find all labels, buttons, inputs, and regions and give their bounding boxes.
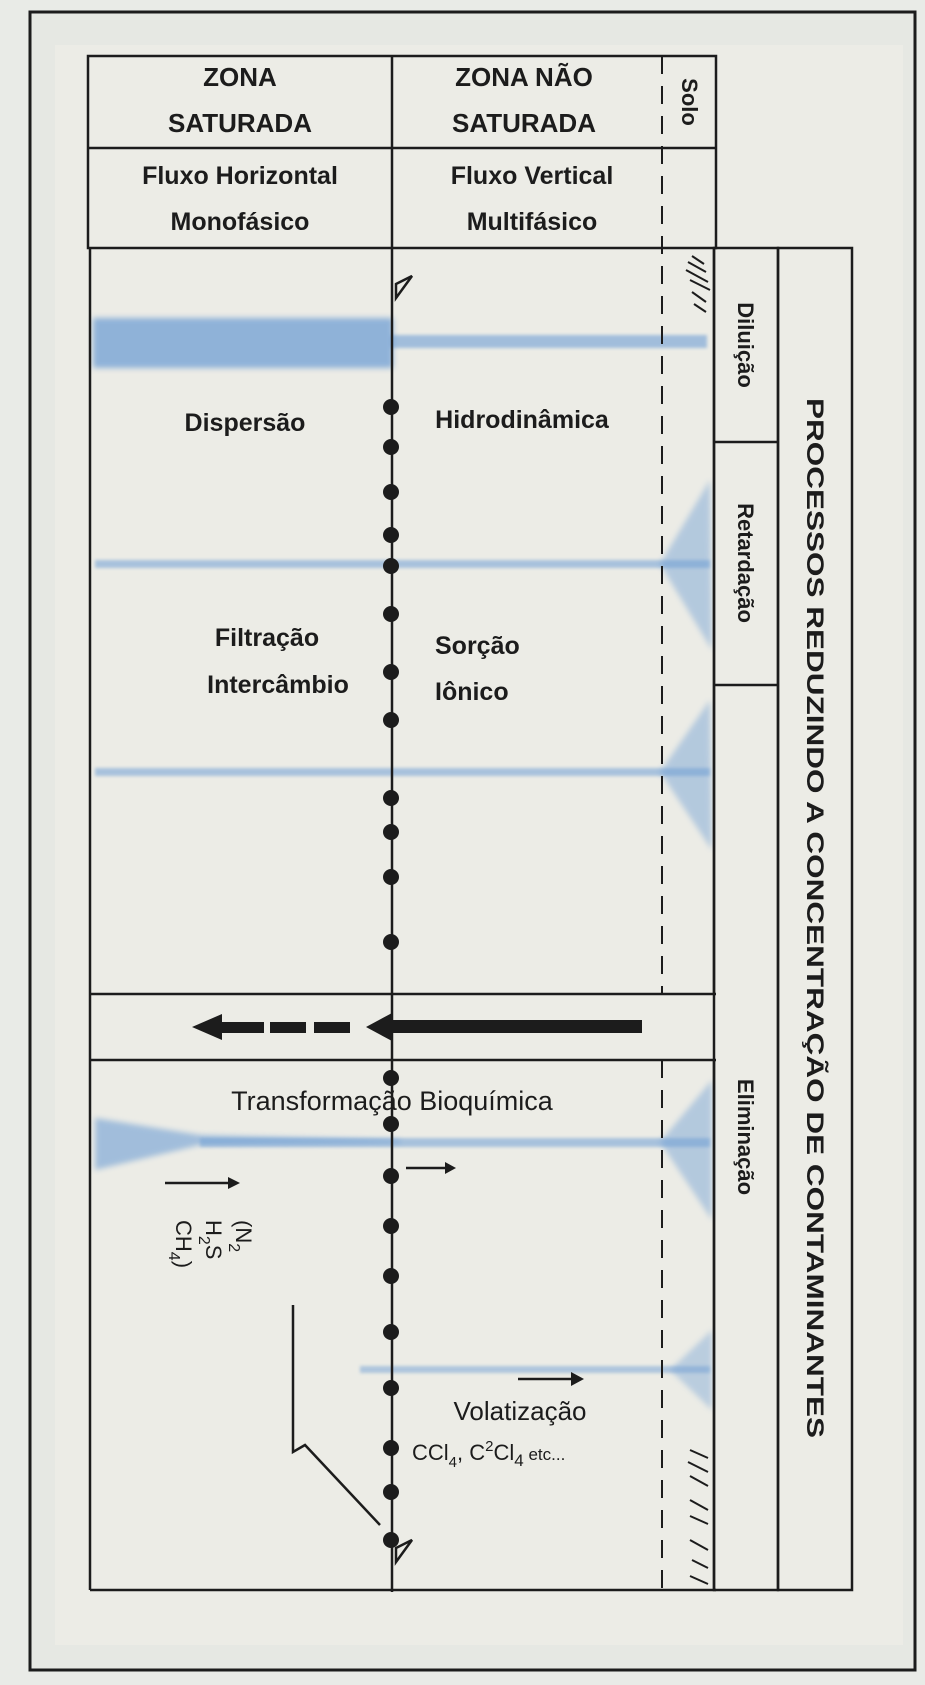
water-table-triangle-bottom: [394, 1538, 414, 1566]
sorption-label: Sorção: [435, 632, 520, 660]
dilution-label: Diluição: [733, 302, 758, 388]
retardation-label: Retardação: [733, 503, 758, 623]
volatilization-label: Volatização: [454, 1396, 587, 1426]
header-soil: Solo: [677, 78, 702, 126]
water-table-triangle-top: [394, 274, 414, 302]
dispersion-label: Dispersão: [185, 409, 306, 437]
header-saturated-line2: SATURADA: [168, 108, 312, 138]
elimination-label: Eliminação: [733, 1079, 758, 1195]
volatile-compounds-label: CCl4, C2Cl4 etc...: [412, 1438, 565, 1471]
paper-panel: [55, 45, 903, 1645]
arrow-right-icon-gases: [165, 1177, 240, 1189]
plume-elimination-line: [200, 1138, 710, 1147]
transport-arrow: [366, 1013, 642, 1041]
degradation-curve: [291, 1305, 381, 1526]
ionic-label: Iônico: [435, 678, 509, 706]
soil-hatch-icon-top: [685, 255, 711, 313]
gas-n2: (N2: [225, 1220, 256, 1252]
flow-vertical-line2: Multifásico: [467, 208, 598, 236]
title-column: [776, 246, 854, 1592]
plume-volatilization-line: [360, 1366, 710, 1373]
plume-elimination-right-fan: [660, 1080, 712, 1220]
plume-retardation-1: [95, 560, 710, 568]
flow-horizontal-line1: Fluxo Horizontal: [142, 162, 338, 190]
plume-retardation-1-fan: [660, 480, 712, 650]
main-title-vertical: PROCESSOS REDUZINDO A CONCENTRAÇÃO DE CO…: [801, 398, 829, 1438]
flow-vertical-line1: Fluxo Vertical: [451, 162, 614, 190]
arrow-right-icon-volatilization: [518, 1372, 584, 1386]
grid: [86, 54, 854, 1592]
header-unsaturated-line2: SATURADA: [452, 108, 596, 138]
arrow-right-icon-biochem: [406, 1162, 456, 1174]
filtration-label: Filtração: [215, 624, 319, 652]
plume-retardation-2-fan: [660, 700, 712, 850]
header-box: [86, 54, 718, 250]
header-saturated-line1: ZONA: [203, 62, 277, 92]
transport-arrow-dashed: [192, 1014, 350, 1040]
plume-dilution-thick: [93, 318, 393, 368]
bead-line: [383, 399, 399, 1548]
flow-horizontal-line2: Monofásico: [171, 208, 310, 236]
hydrodynamic-label: Hidrodinâmica: [435, 406, 610, 434]
interchange-label: Intercâmbio: [207, 671, 349, 699]
gases-label: (N2 H2S CH4): [165, 1220, 256, 1268]
contaminant-plumes: [93, 318, 712, 1410]
biochemical-transformation-label: Transformação Bioquímica: [231, 1086, 554, 1116]
plume-retardation-2: [95, 768, 710, 776]
plume-volatilization-fan: [670, 1330, 712, 1410]
gas-h2s: H2S: [195, 1220, 226, 1259]
header-unsaturated-line1: ZONA NÃO: [455, 62, 593, 92]
soil-hatch-icon-bottom: [687, 1449, 709, 1585]
gas-ch4: CH4): [165, 1220, 196, 1268]
plume-dilution-thin: [390, 335, 707, 348]
